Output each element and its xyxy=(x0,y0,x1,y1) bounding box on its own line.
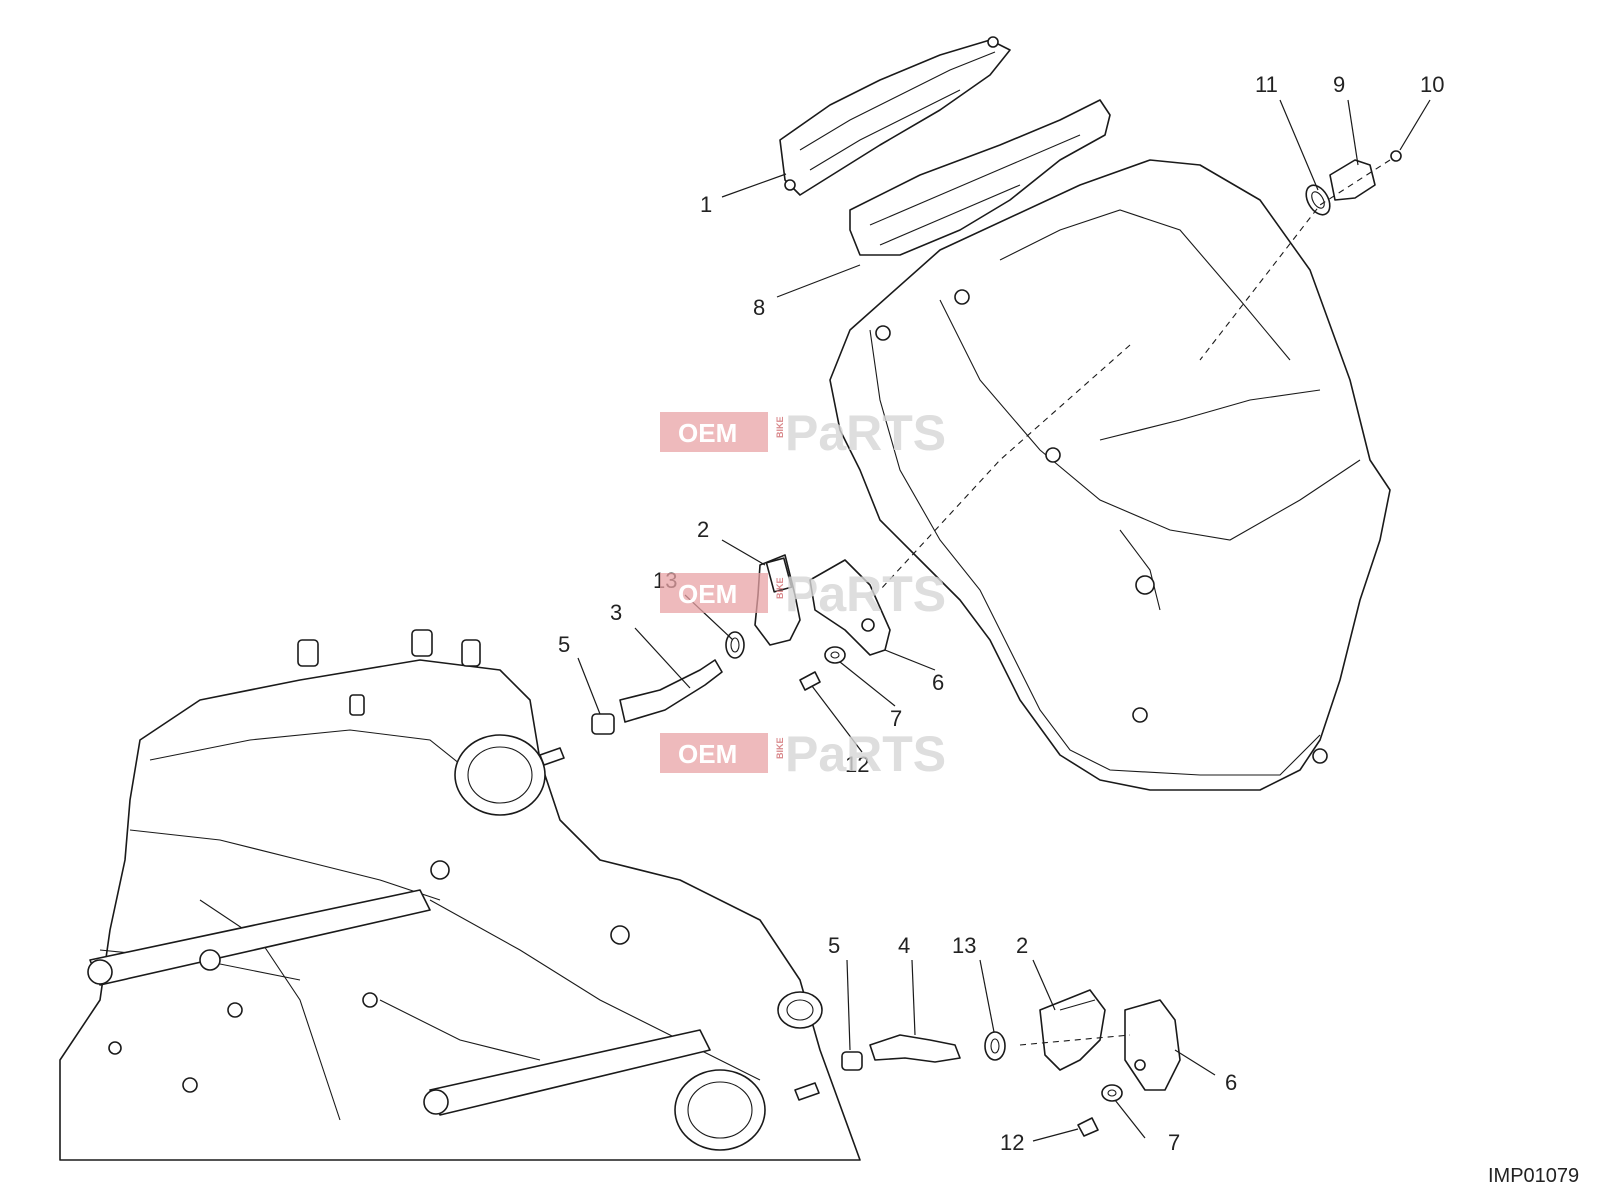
part-1-cover xyxy=(779,36,1011,196)
assembly-line-lower xyxy=(1019,1034,1131,1046)
part-10-screw xyxy=(1390,150,1402,162)
callout-10: 10 xyxy=(1420,72,1444,97)
lower-part-12-screw xyxy=(1077,1117,1099,1137)
callout-7: 7 xyxy=(890,706,902,731)
part-11-gasket xyxy=(1305,184,1331,216)
callout-3: 3 xyxy=(610,600,622,625)
upper-part-5-sleeve xyxy=(591,713,615,735)
callout-6-lower: 6 xyxy=(1225,1070,1237,1095)
callout-6: 6 xyxy=(932,670,944,695)
callout-5-lower: 5 xyxy=(828,933,840,958)
drawing-code: IMP01079 xyxy=(1488,1165,1579,1187)
upper-part-7-washer xyxy=(824,646,846,664)
watermark-oem: OEM xyxy=(678,418,737,448)
watermark-parts: PaRTS xyxy=(785,566,946,622)
callout-11: 11 xyxy=(1255,72,1278,97)
watermark-oem: OEM xyxy=(678,579,737,609)
leader-lines xyxy=(577,99,1431,1142)
airbox-housing xyxy=(829,159,1391,791)
callout-13-lower: 13 xyxy=(952,933,976,958)
lower-part-6-bracket xyxy=(1124,999,1181,1091)
callout-1: 1 xyxy=(700,192,712,217)
watermark-parts: PaRTS xyxy=(785,405,946,461)
lower-part-13-clamp xyxy=(984,1031,1006,1061)
watermark-2: OEM BIKE PaRTS xyxy=(660,566,946,622)
assembly-line-middle xyxy=(879,344,1131,591)
lower-part-2-valve xyxy=(1039,989,1106,1071)
part-9-sensor xyxy=(1329,159,1376,201)
callout-2: 2 xyxy=(697,517,709,542)
callout-5: 5 xyxy=(558,632,570,657)
watermark-oem: OEM xyxy=(678,739,737,769)
watermark-3: OEM BIKE PaRTS xyxy=(660,726,946,782)
lower-part-5-sleeve xyxy=(841,1051,863,1071)
assembly-line-upper xyxy=(1199,159,1391,361)
lower-part-7-washer xyxy=(1101,1084,1123,1102)
callout-12-lower: 12 xyxy=(1000,1130,1024,1155)
watermark-bike: BIKE xyxy=(775,416,785,438)
callout-12: 12 xyxy=(845,752,869,777)
engine-block xyxy=(59,629,861,1161)
part-8-tray xyxy=(849,99,1111,256)
watermark-parts: PaRTS xyxy=(785,726,946,782)
callout-2-lower: 2 xyxy=(1016,933,1028,958)
watermark-bike: BIKE xyxy=(775,737,785,759)
lower-part-4-hose xyxy=(869,1034,961,1063)
callout-4-lower: 4 xyxy=(898,933,910,958)
callout-9: 9 xyxy=(1333,72,1345,97)
watermark-bike: BIKE xyxy=(775,577,785,599)
upper-part-12-screw xyxy=(799,671,821,691)
upper-part-13-clamp xyxy=(725,631,745,659)
upper-part-3-hose xyxy=(619,659,723,723)
callouts-lower: 5 4 13 2 6 12 7 xyxy=(828,933,1237,1155)
watermark-1: OEM BIKE PaRTS xyxy=(660,405,946,461)
callouts-upper: 1 8 11 9 10 2 13 3 5 6 7 12 xyxy=(558,72,1444,777)
callout-8: 8 xyxy=(753,295,765,320)
callout-7-lower: 7 xyxy=(1168,1130,1180,1155)
